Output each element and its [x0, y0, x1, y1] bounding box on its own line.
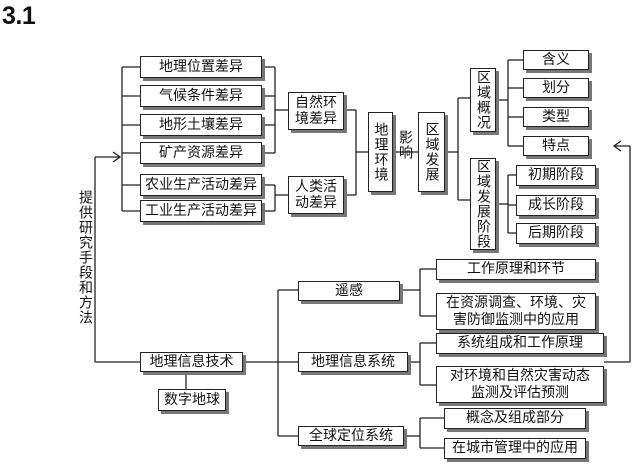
regional-development: 区域发展 [418, 112, 445, 192]
difference-item-industry: 工业生产活动差异 [140, 200, 262, 222]
overview-characteristics: 特点 [523, 136, 589, 156]
stage-late: 后期阶段 [516, 223, 596, 244]
geographic-information-technology: 地理信息技术 [140, 352, 243, 372]
difference-item-agriculture: 农业生产活动差异 [140, 174, 262, 196]
remote-sensing: 遥感 [298, 281, 400, 301]
influence-label: 影响 [397, 130, 413, 160]
geographic-information-system: 地理信息系统 [298, 352, 408, 372]
difference-item-terrain-soil: 地形土壤差异 [140, 114, 262, 136]
natural-environment-difference: 自然环境差异 [288, 92, 344, 130]
difference-item-minerals: 矿产资源差异 [140, 142, 262, 164]
gis-composition: 系统组成和工作原理 [436, 333, 604, 354]
rs-application: 在资源调查、环境、灾害防御监测中的应用 [436, 293, 596, 330]
overview-division: 划分 [523, 78, 589, 98]
global-positioning-system: 全球定位系统 [298, 426, 404, 446]
human-activity-difference: 人类活动差异 [288, 176, 344, 214]
geographic-environment: 地理环境 [368, 112, 393, 192]
difference-item-climate: 气候条件差异 [140, 85, 262, 107]
rs-working-principle: 工作原理和环节 [436, 259, 596, 280]
gps-concept: 概念及组成部分 [444, 408, 586, 429]
overview-type: 类型 [523, 107, 589, 127]
region-development-stage: 区域发展阶段 [470, 158, 496, 250]
digital-earth: 数字地球 [158, 389, 226, 411]
overview-meaning: 含义 [523, 50, 589, 70]
gis-monitoring: 对环境和自然灾害动态监测及评估预测 [436, 366, 604, 403]
region-overview: 区域概况 [470, 68, 496, 132]
stage-initial: 初期阶段 [516, 165, 596, 186]
difference-item-location: 地理位置差异 [140, 56, 262, 78]
section-number: 3.1 [2, 2, 36, 30]
stage-growth: 成长阶段 [516, 195, 596, 216]
research-methods-label: 提供研究手段和方法 [77, 190, 93, 325]
gps-urban-management: 在城市管理中的应用 [444, 438, 586, 459]
